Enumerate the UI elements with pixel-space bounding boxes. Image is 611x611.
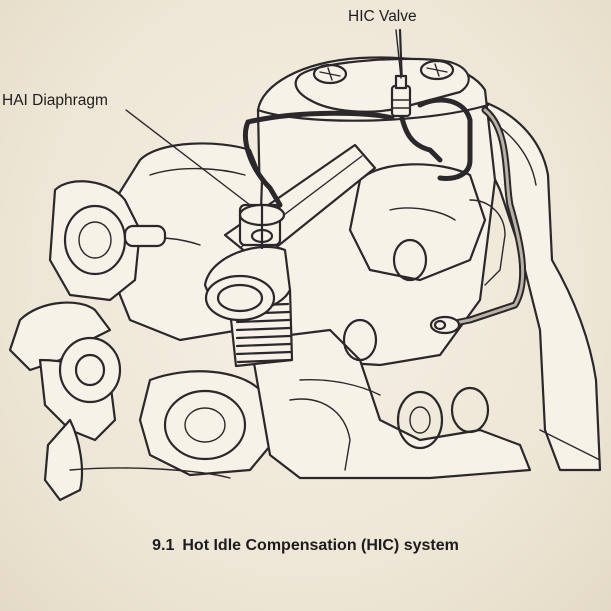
air-cleaner-top-plate [294,57,470,113]
vacuum-hoses [242,97,473,208]
lower-pulleys [138,370,277,477]
lower-block [248,318,532,480]
hai-diaphragm [203,203,292,322]
figure-caption: 9.1 Hot Idle Compensation (HIC) system [0,537,611,555]
figure-caption-text: Hot Idle Compensation (HIC) system [182,537,459,554]
metal-tube [429,106,527,335]
hai-diaphragm-label: HAI Diaphragm [2,92,108,109]
alternator [48,180,167,302]
carburetor [348,163,506,286]
exhaust-details [69,398,601,479]
hic-valve [390,28,412,118]
hic-valve-label: HIC Valve [348,8,417,25]
cooling-fan [8,301,122,502]
figure-number: 9.1 [152,537,175,554]
leader-lines [125,29,402,206]
